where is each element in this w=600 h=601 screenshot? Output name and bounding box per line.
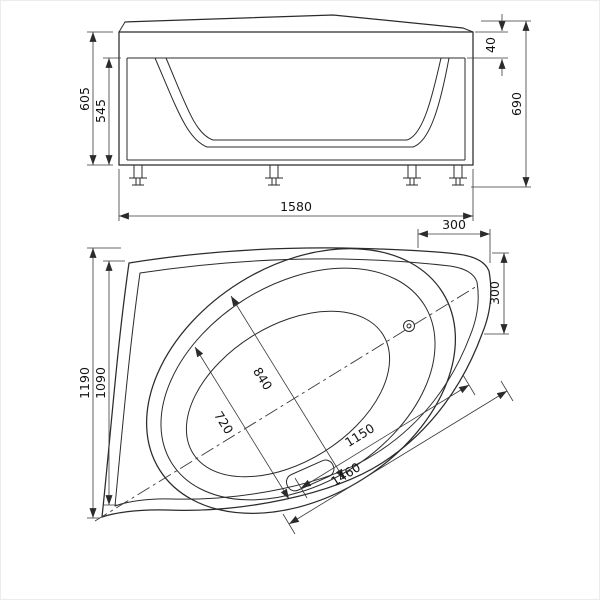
dim-corner-offset-x: 300	[442, 217, 466, 232]
dimension-1190: 1190	[77, 247, 121, 519]
extension-lines	[118, 169, 474, 221]
bowl-bottom-ellipse	[185, 310, 391, 478]
tub-leg	[129, 165, 147, 186]
tub-rim-corners	[118, 21, 474, 33]
tub-rim-top-profile	[124, 14, 464, 29]
dim-rim-height: 40	[483, 37, 498, 53]
tub-leg	[265, 165, 283, 186]
dim-height-with-legs: 690	[509, 92, 524, 116]
front-view-tub	[118, 14, 474, 166]
bowl-rim-ellipse	[145, 248, 457, 514]
dimension-605: 605	[77, 31, 113, 166]
dimension-300-top: 300	[417, 217, 491, 263]
dim-height-overall: 605	[77, 87, 92, 111]
tub-leg	[403, 165, 421, 186]
plan-view-tub	[94, 247, 492, 522]
dim-bowl-length-inner: 1150	[342, 420, 377, 450]
dim-width: 1190	[77, 367, 92, 399]
dimension-690: 690	[471, 20, 531, 188]
dim-length: 1580	[280, 199, 312, 214]
dimension-720: 720	[194, 346, 290, 500]
plan-inner-rim	[114, 258, 479, 507]
dimension-line	[230, 295, 345, 480]
dimension-1090: 1090	[93, 260, 125, 506]
dim-bowl-bottom-width: 720	[211, 409, 236, 437]
drain-icon	[403, 320, 415, 332]
dim-bowl-length: 1460	[328, 459, 363, 489]
diagonal-centerline	[94, 285, 478, 522]
plan-outer-rim	[101, 247, 492, 518]
dimension-545: 545	[93, 57, 121, 165]
dimension-line	[194, 346, 290, 500]
dimension-300-right: 300	[484, 252, 509, 335]
dimension-840: 840	[230, 295, 345, 480]
tub-leg	[449, 165, 467, 186]
dimension-1460: 1460	[282, 380, 514, 535]
dim-height-body: 545	[93, 99, 108, 123]
front-view: 605 545 40 690 1580	[77, 14, 531, 221]
dimension-line	[300, 384, 470, 489]
dimension-1580: 1580	[118, 169, 474, 221]
extension-lines	[467, 31, 508, 59]
dim-width-inner: 1090	[93, 367, 108, 399]
plan-view: 300 300 1190 1090 840 720 1150	[77, 217, 514, 535]
dimension-40: 40	[467, 14, 508, 76]
dim-corner-offset-y: 300	[487, 281, 502, 305]
tub-bowl-outer-contour	[154, 57, 450, 148]
dim-bowl-width: 840	[250, 365, 275, 393]
tub-bowl-inner-contour	[165, 57, 442, 141]
front-view-legs	[129, 165, 467, 186]
dimension-line	[288, 390, 508, 525]
